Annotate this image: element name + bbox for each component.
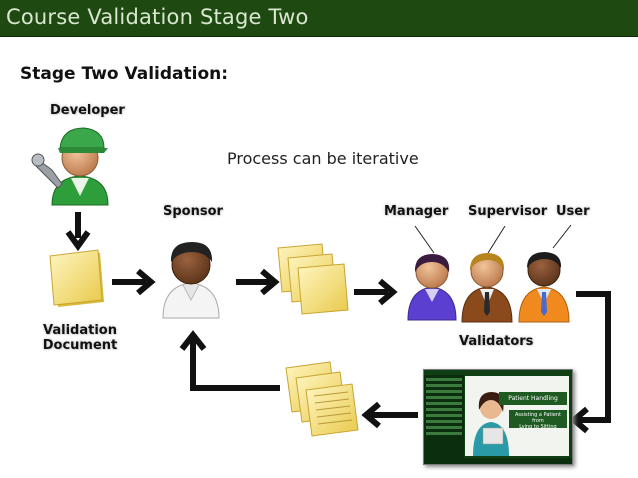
user-icon [518, 252, 570, 323]
manager-icon [407, 254, 457, 321]
title-bar: Course Validation Stage Two [0, 0, 638, 37]
course-footer-bar [424, 458, 572, 464]
user-label: User [556, 204, 590, 219]
course-screenshot: Patient Handling Series Assisting a Pati… [423, 369, 573, 465]
validation-document-label: Validation Document [42, 323, 118, 353]
supervisor-icon [461, 253, 513, 323]
validators-label: Validators [459, 334, 534, 349]
arrow-feedback-to-sponsor [179, 330, 280, 391]
document-label-line1: Validation [43, 323, 117, 338]
lesson-title-line2: Lying to Sitting [519, 424, 557, 430]
lesson-title: Assisting a Patient from Lying to Sittin… [509, 410, 567, 430]
feedback-documents-icon [285, 361, 359, 437]
arrow-document-to-sponsor [112, 268, 156, 296]
arrow-documents-to-validators [354, 278, 398, 306]
sponsor-icon [162, 242, 220, 319]
lesson-title-line1: Assisting a Patient from [515, 412, 561, 424]
label-pointer-lines [414, 224, 572, 254]
developer-label: Developer [50, 103, 125, 118]
arrow-developer-to-document [65, 212, 91, 252]
course-menu-panel [424, 375, 464, 459]
sponsor-label: Sponsor [163, 204, 223, 219]
developer-icon [31, 127, 109, 206]
nurse-image [473, 392, 509, 456]
arrow-validators-to-course [569, 291, 611, 434]
iteration-note: Process can be iterative [227, 149, 419, 168]
arrow-sponsor-to-documents [236, 268, 280, 296]
document-label-line2: Document [42, 338, 118, 353]
validation-document-icon [49, 249, 104, 307]
series-title: Patient Handling Series [499, 392, 567, 415]
slide-title: Course Validation Stage Two [6, 5, 309, 29]
document-stack-icon [277, 243, 349, 315]
arrow-course-to-feedback [361, 401, 418, 429]
manager-label: Manager [384, 204, 449, 219]
section-heading: Stage Two Validation: [20, 64, 229, 84]
supervisor-label: Supervisor [468, 204, 548, 219]
